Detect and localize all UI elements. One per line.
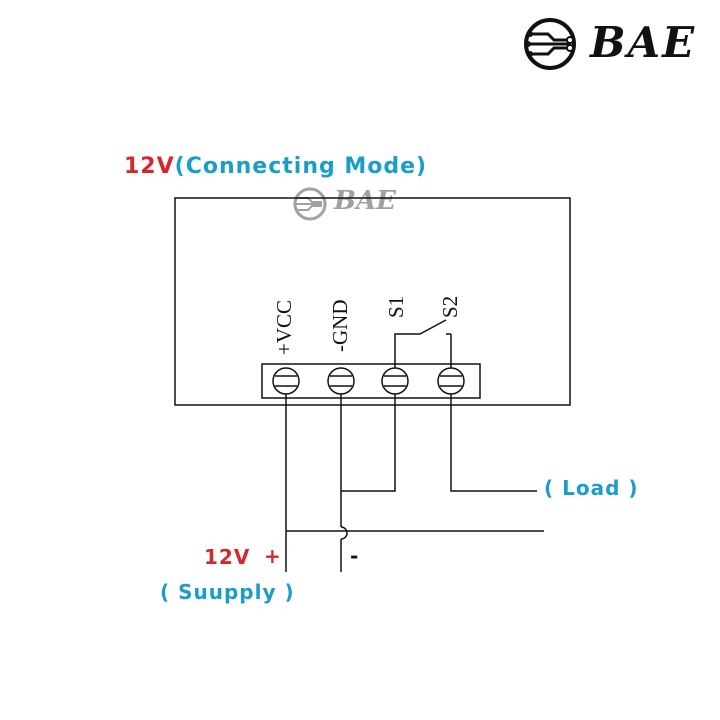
- module-box: [174, 197, 571, 406]
- terminal-label-s1: S1: [384, 295, 408, 318]
- terminal-label-gnd: -GND: [328, 299, 352, 353]
- screw-vcc: [272, 367, 300, 395]
- supply-label: ( Suupply ): [160, 580, 295, 604]
- terminal-label-vcc: +VCC: [272, 299, 296, 355]
- screw-s2: [437, 367, 465, 395]
- watermark-logo: BAE: [290, 184, 420, 224]
- brand-logo-text: BAE: [590, 18, 697, 67]
- relay-switch: [394, 319, 452, 368]
- screw-s1: [381, 367, 409, 395]
- s1-wire: [341, 394, 396, 492]
- watermark-text: BAE: [334, 186, 396, 216]
- watermark-circuit-icon: [293, 187, 327, 221]
- s2-load-wire: [450, 394, 537, 492]
- brand-logo: BAE: [520, 14, 710, 74]
- load-label: ( Load ): [544, 476, 639, 500]
- title-voltage: 12V: [124, 154, 175, 179]
- title-mode: (Connecting Mode): [174, 154, 428, 179]
- terminal-label-s2: S2: [438, 295, 462, 318]
- screw-gnd: [327, 367, 355, 395]
- circuit-logo-icon: [524, 18, 576, 70]
- supply-voltage: 12V: [204, 545, 251, 569]
- supply-plus: +: [264, 544, 282, 568]
- diagram-title: 12V(Connecting Mode): [124, 154, 427, 179]
- supply-minus: -: [350, 544, 360, 568]
